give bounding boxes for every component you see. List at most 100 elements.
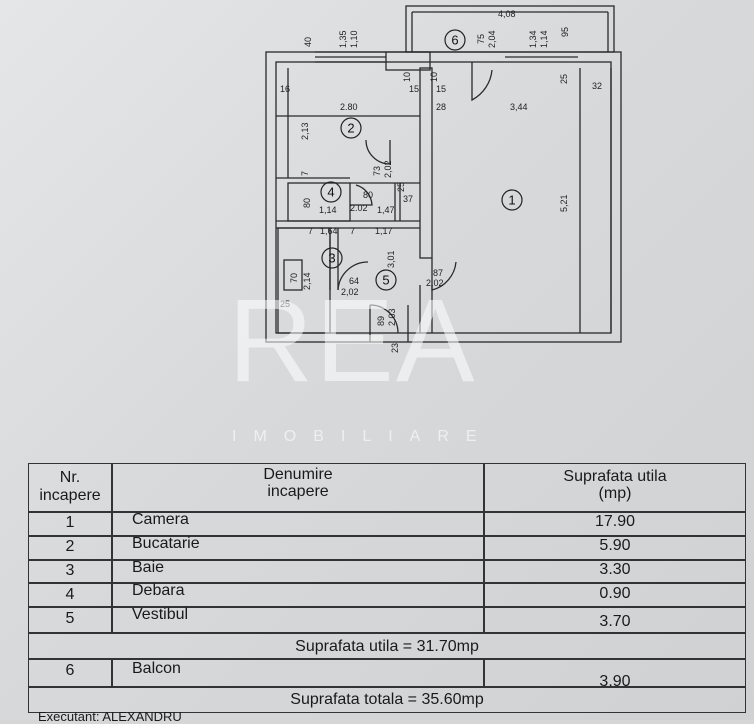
- row-4-name-cell: [112, 583, 484, 607]
- row-6-name: Balcon: [132, 660, 181, 677]
- row-4-area-cell: [484, 583, 746, 607]
- row-3-name: Baie: [132, 559, 165, 576]
- dim-164: 1,64: [320, 226, 338, 236]
- row-1-nr: 1: [65, 514, 75, 531]
- dim-32: 32: [592, 81, 602, 91]
- room-number-5: 5: [382, 273, 389, 288]
- dim-balcony-95: 95: [560, 27, 570, 37]
- row-4-name: Debara: [132, 582, 185, 599]
- dim-301: 3,01: [386, 250, 396, 268]
- row-1-name: Camera: [132, 511, 189, 528]
- row-5-area: 3.70: [599, 613, 631, 630]
- balcony-outline: [405, 5, 615, 53]
- dim-64: 64: [349, 276, 359, 286]
- dim-70: 70: [289, 273, 299, 283]
- row-6-area: 3.90: [599, 673, 631, 690]
- dim-balcony-134: 1,34: [528, 30, 538, 48]
- header-name-line2: incapere: [267, 483, 329, 500]
- dim-117: 1,17: [375, 226, 393, 236]
- room-number-3: 3: [328, 251, 335, 266]
- dim-top-135: 1,35: [338, 30, 348, 48]
- row-2-nr: 2: [65, 538, 75, 555]
- row-2-name-cell: [112, 536, 484, 560]
- row-1-name-cell: [112, 512, 484, 536]
- row-5-nr-cell: [28, 607, 112, 633]
- dim-25b: 25: [396, 182, 406, 192]
- total-text: Suprafata totala = 35.60mp: [290, 691, 484, 708]
- header-area-line2: (mp): [598, 485, 632, 502]
- dim-80a: 80: [363, 190, 373, 200]
- dim-pantry-width: 1,14: [319, 205, 337, 215]
- row-2-area: 5.90: [599, 537, 631, 554]
- dim-16: 16: [280, 84, 290, 94]
- dim-80b: 80: [302, 198, 312, 208]
- header-nr-line2: incapere: [39, 487, 101, 504]
- header-name-line1: Denumire: [263, 466, 333, 483]
- dim-kitchen-depth: 2,13: [300, 122, 310, 140]
- dim-door-202b: 2.02: [350, 203, 368, 213]
- row-4-area: 0.90: [599, 585, 631, 602]
- dim-7c: 7: [350, 226, 355, 236]
- row-5-name-cell: [112, 607, 484, 633]
- room-number-2: 2: [347, 121, 354, 136]
- row-4-nr-cell: [28, 583, 112, 607]
- dim-top-110: 1,10: [349, 30, 359, 48]
- dim-10a: 10: [402, 72, 412, 82]
- row-5-name: Vestibul: [132, 606, 189, 623]
- dim-room1-width: 3,44: [510, 102, 528, 112]
- row-3-nr-cell: [28, 560, 112, 583]
- dim-7b: 7: [308, 226, 313, 236]
- dim-15a: 15: [409, 84, 419, 94]
- dim-10b: 10: [429, 72, 439, 82]
- dim-door-202c: 2,02: [341, 287, 359, 297]
- header-nr-line1: Nr.: [59, 469, 81, 486]
- header-nr-cell: [28, 463, 112, 512]
- dim-214: 2,14: [302, 272, 312, 290]
- row-1-area-cell: [484, 512, 746, 536]
- dim-door-73: 73: [372, 166, 382, 176]
- subtotal-text: Suprafata utila = 31.70mp: [295, 638, 479, 655]
- dim-balcony-114: 1,14: [539, 30, 549, 48]
- watermark-logo: REA: [228, 275, 477, 407]
- row-2-area-cell: [484, 536, 746, 560]
- dim-7a: 7: [300, 171, 310, 176]
- room-number-4: 4: [327, 185, 334, 200]
- dim-kitchen-width: 2.80: [340, 102, 358, 112]
- subtotal-cell: [28, 633, 746, 659]
- header-area-cell: [484, 463, 746, 512]
- dim-balcony-width: 4,08: [498, 9, 516, 19]
- row-6-area-cell: [484, 659, 746, 687]
- header-area-line1: Suprafata utila: [563, 468, 667, 485]
- dim-door-202d: 2.02: [426, 278, 444, 288]
- dim-room1-depth: 5,21: [559, 194, 569, 212]
- dim-147: 1,47: [377, 205, 395, 215]
- row-2-nr-cell: [28, 536, 112, 560]
- row-5-area-cell: [484, 607, 746, 633]
- row-4-nr: 4: [65, 586, 75, 603]
- row-1-nr-cell: [28, 512, 112, 536]
- row-3-name-cell: [112, 560, 484, 583]
- row-2-name: Bucatarie: [132, 535, 200, 552]
- room-number-1: 1: [508, 193, 515, 208]
- row-3-nr: 3: [65, 562, 75, 579]
- dim-23: 23: [390, 343, 400, 353]
- total-cell: [28, 687, 746, 713]
- dim-top-40: 40: [303, 37, 313, 47]
- row-1-area: 17.90: [594, 513, 636, 530]
- row-6-nr-cell: [28, 659, 112, 687]
- dim-balcony-204: 2,04: [487, 30, 497, 48]
- dim-89: 89: [376, 316, 386, 326]
- executant-footer: Executant: ALEXANDRU: [38, 709, 182, 724]
- rooms-table: Nr. incapere Denumire incapere Suprafata…: [28, 463, 748, 724]
- dim-door-202a: 2,02: [383, 160, 393, 178]
- row-3-area-cell: [484, 560, 746, 583]
- watermark-subtitle: IMOBILIARE: [232, 428, 494, 445]
- dim-87: 87: [433, 268, 443, 278]
- row-6-name-cell: [112, 659, 484, 687]
- dim-28: 28: [436, 102, 446, 112]
- room-number-6: 6: [451, 33, 458, 48]
- row-3-area: 3.30: [599, 561, 631, 578]
- dim-37: 37: [403, 194, 413, 204]
- dim-25c: 25: [280, 299, 290, 309]
